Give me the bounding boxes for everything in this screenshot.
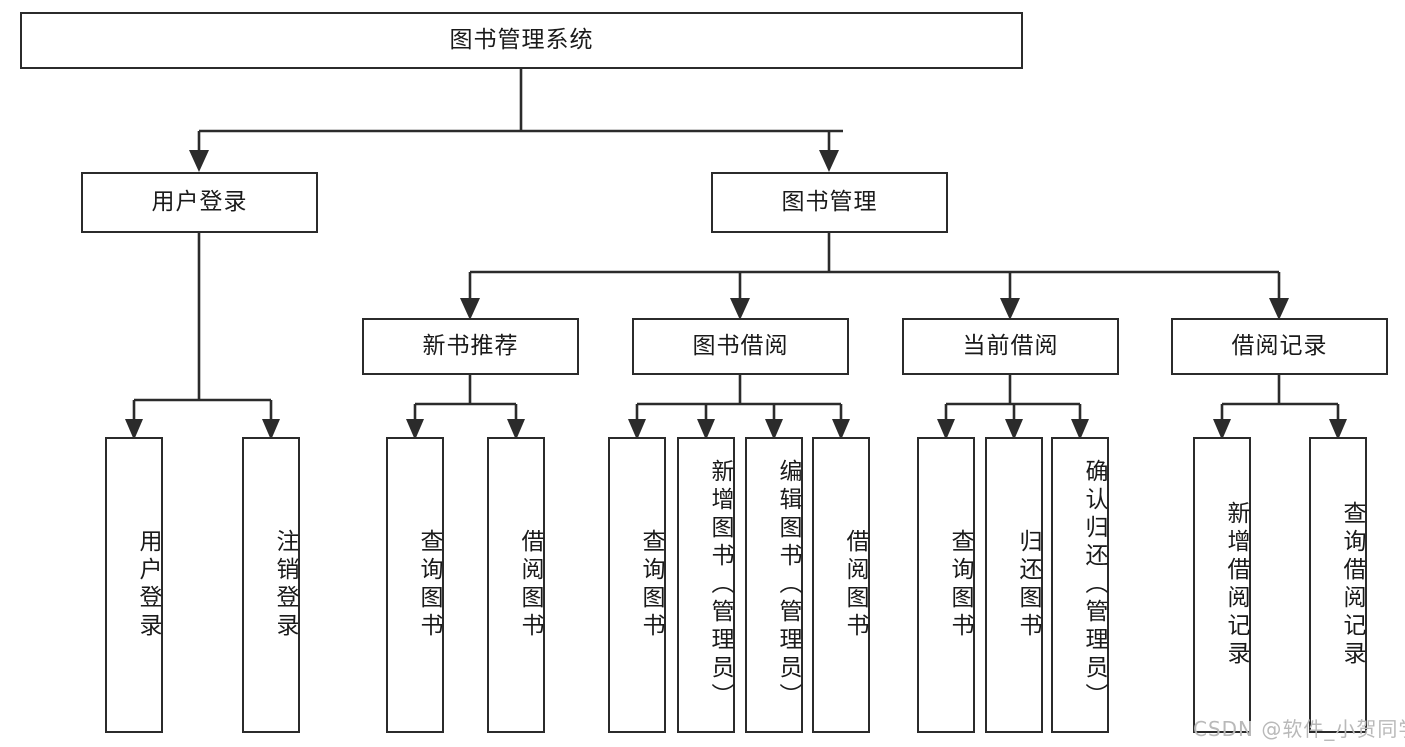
leaf-query-book-recommend[interactable]: 查询图书 [386, 437, 444, 733]
leaf-add-borrow-record[interactable]: 新增借阅记录 [1193, 437, 1251, 733]
leaf-borrow-book-recommend[interactable]: 借阅图书 [487, 437, 545, 733]
node-borrow-record[interactable]: 借阅记录 [1171, 318, 1388, 375]
leaf-add-book-admin[interactable]: 新增图书（管理员） [677, 437, 735, 733]
leaf-query-borrow-record[interactable]: 查询借阅记录 [1309, 437, 1367, 733]
leaf-label: 查询借阅记录 [1339, 501, 1365, 669]
leaf-user-login[interactable]: 用户登录 [105, 437, 163, 733]
leaf-label: 查询图书 [947, 529, 973, 641]
leaf-label: 新增图书（管理员） [707, 459, 733, 711]
node-new-book-recommend[interactable]: 新书推荐 [362, 318, 579, 375]
leaf-query-book-current[interactable]: 查询图书 [917, 437, 975, 733]
node-user-login[interactable]: 用户登录 [81, 172, 318, 233]
leaf-label: 编辑图书（管理员） [775, 459, 801, 711]
arrowheads [125, 150, 1347, 440]
leaf-query-book-borrow[interactable]: 查询图书 [608, 437, 666, 733]
leaf-label: 借阅图书 [842, 529, 868, 641]
leaf-logout[interactable]: 注销登录 [242, 437, 300, 733]
leaf-label: 用户登录 [135, 529, 161, 641]
leaf-edit-book-admin[interactable]: 编辑图书（管理员） [745, 437, 803, 733]
node-book-management[interactable]: 图书管理 [711, 172, 948, 233]
leaf-label: 新增借阅记录 [1223, 501, 1249, 669]
node-book-borrow[interactable]: 图书借阅 [632, 318, 849, 375]
leaf-label: 确认归还（管理员） [1081, 459, 1107, 711]
leaf-return-book[interactable]: 归还图书 [985, 437, 1043, 733]
leaf-label: 查询图书 [638, 529, 664, 641]
leaf-confirm-return-admin[interactable]: 确认归还（管理员） [1051, 437, 1109, 733]
node-current-borrow[interactable]: 当前借阅 [902, 318, 1119, 375]
leaf-borrow-book[interactable]: 借阅图书 [812, 437, 870, 733]
leaf-label: 归还图书 [1015, 529, 1041, 641]
leaf-label: 查询图书 [416, 529, 442, 641]
leaf-label: 注销登录 [272, 529, 298, 641]
node-root-book-management-system[interactable]: 图书管理系统 [20, 12, 1023, 69]
leaf-label: 借阅图书 [517, 529, 543, 641]
